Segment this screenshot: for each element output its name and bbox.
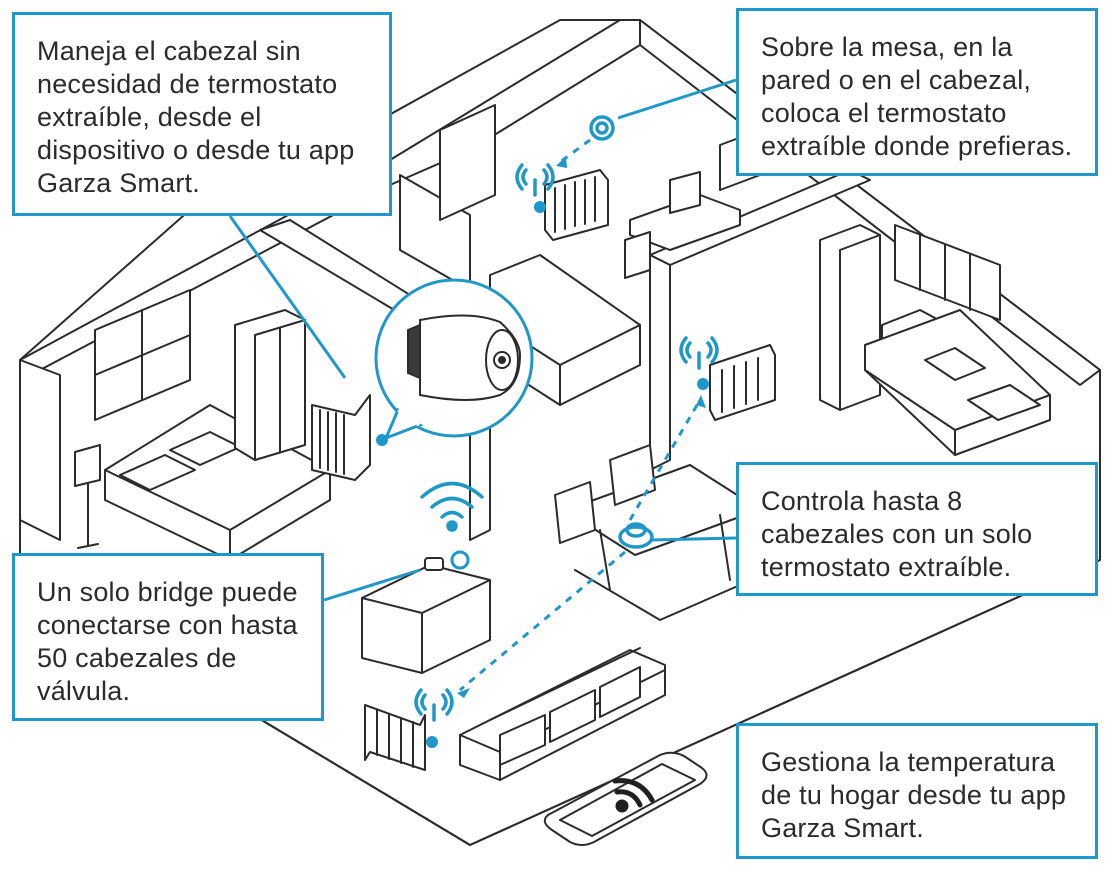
callout-thermostat-placement: Sobre la mesa, en la pared o en el cabez… [736, 8, 1098, 176]
signal-path-table-to-dining [628, 399, 702, 521]
wall-thermostat [589, 115, 615, 141]
wardrobe [234, 309, 306, 461]
left-door-wall [19, 359, 61, 541]
signal-icon-living [414, 688, 454, 722]
callout-pull-out-thermostat-head: Maneja el cabezal sin necesidad de termo… [12, 12, 392, 216]
bedroom-radiator [311, 394, 371, 481]
floor-lamp [74, 444, 101, 487]
smartphone [543, 751, 708, 846]
stove [967, 384, 1041, 421]
living-radiator [364, 704, 426, 771]
connector-c2 [617, 78, 737, 120]
study-chair [624, 231, 651, 279]
fridge [819, 224, 881, 411]
signal-icon-dining [679, 336, 719, 370]
back-bedroom-radiator [544, 169, 609, 241]
callout-app-control: Gestiona la temperatura de tu hogar desd… [736, 723, 1098, 859]
back-bedroom-window [439, 104, 496, 221]
dining-chair [554, 481, 596, 544]
bridge-wifi-icon [420, 481, 484, 532]
kitchen-upper-cabinets [894, 224, 1001, 321]
callout-thermostat-capacity: Controla hasta 8 cabezales con un solo t… [736, 462, 1098, 596]
connector-c3 [651, 536, 737, 542]
connector-c4 [323, 568, 421, 602]
bridge-device [424, 557, 444, 571]
thermostat-head-icon [407, 314, 522, 401]
connector-c1 [228, 215, 347, 379]
kitchen-sink [924, 347, 986, 381]
table-thermostat [618, 525, 654, 549]
signal-icon-back-bedroom [515, 163, 555, 197]
phone-wifi-icon [612, 778, 655, 813]
callout-bridge-capacity: Un solo bridge puede conectarse con hast… [12, 553, 324, 721]
study-monitor [669, 171, 701, 214]
